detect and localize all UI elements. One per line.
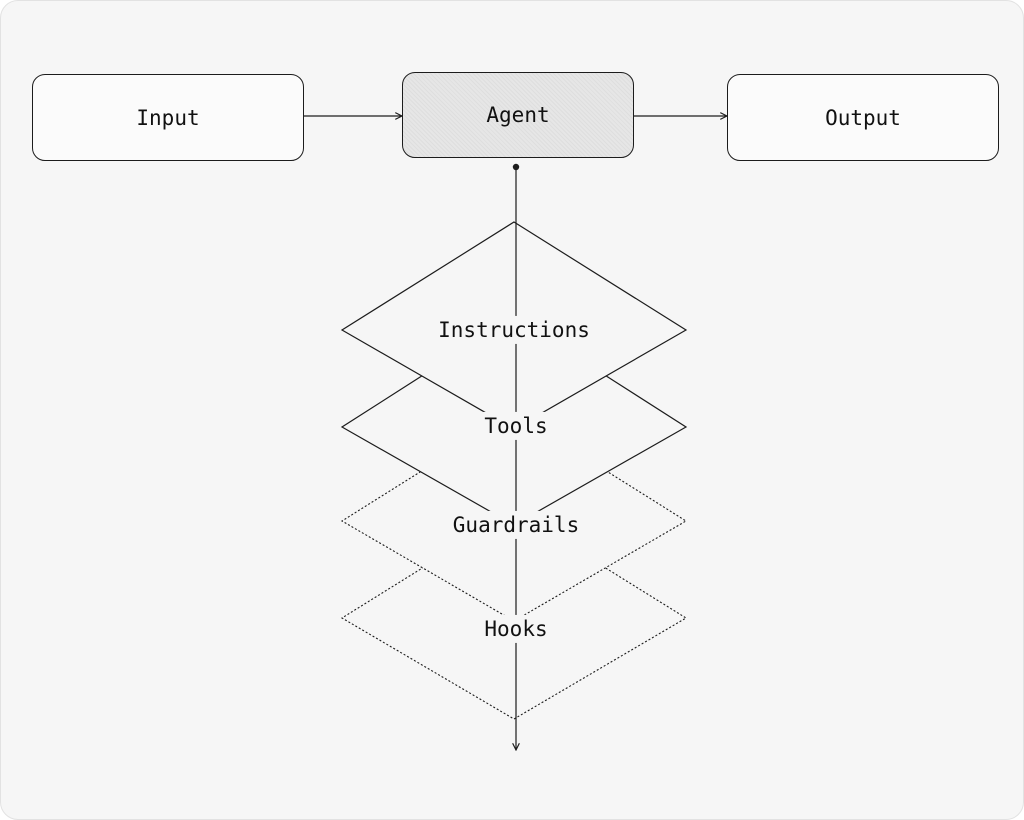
output-node[interactable]: Output — [727, 74, 999, 161]
layer-label-tools: Tools — [478, 411, 554, 441]
output-node-label: Output — [825, 105, 901, 130]
layer-label-hooks: Hooks — [478, 614, 554, 644]
agent-node-label: Agent — [486, 103, 550, 127]
input-node[interactable]: Input — [32, 74, 304, 161]
layer-label-guardrails: Guardrails — [446, 510, 586, 540]
agent-node[interactable]: Agent — [402, 72, 634, 158]
input-node-label: Input — [136, 105, 200, 130]
layer-label-instructions: Instructions — [432, 315, 596, 345]
